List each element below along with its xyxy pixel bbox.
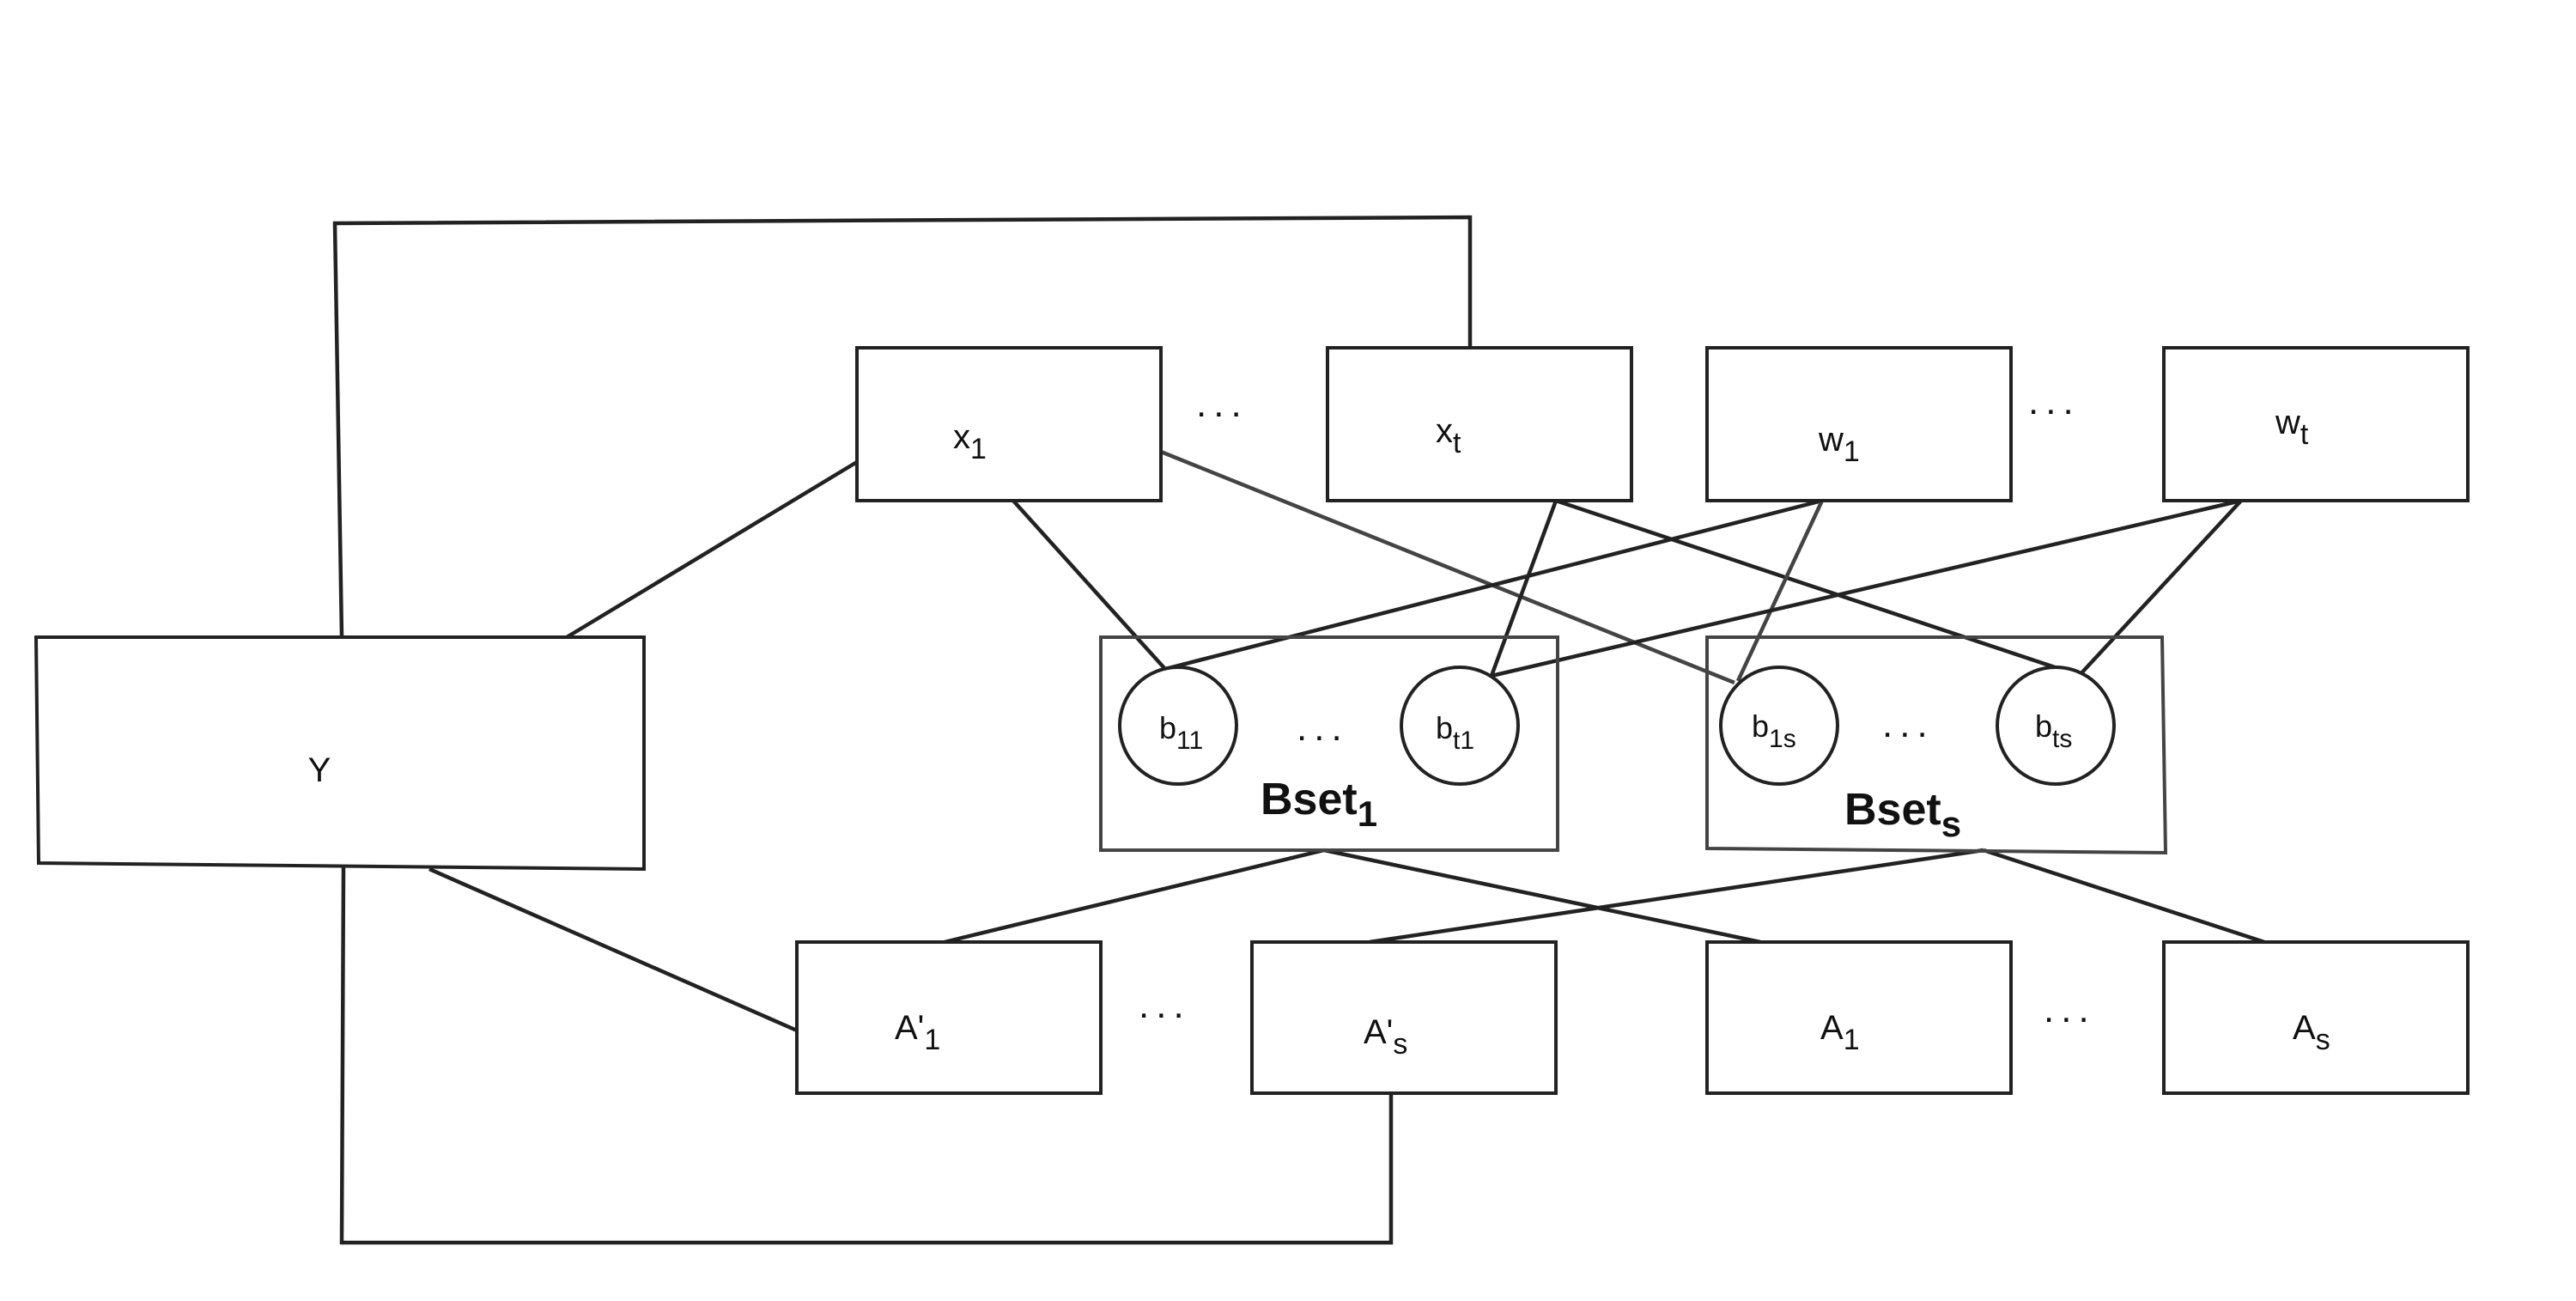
box-x1-label: x1 [953, 418, 987, 465]
edge-xt-bt1 [1489, 500, 1558, 677]
node-bt1: bt1 [1400, 666, 1520, 786]
edge-w1-b11 [1164, 498, 1823, 672]
edge-bset1-a1 [1323, 848, 1761, 945]
set-bset1: Bset1 [1099, 635, 1559, 852]
edge-w1-b1s [1735, 500, 1825, 682]
box-a-prime-1-label: A'1 [895, 1009, 940, 1056]
edge-bsets-as [1983, 848, 2265, 945]
node-bt1-label: bt1 [1436, 710, 1474, 755]
set-bset1-label: Bset1 [1261, 775, 1377, 834]
edge-y-to-a-prime-s-loop [339, 866, 1394, 1245]
edge-y-to-xt-loop [332, 215, 1473, 638]
node-b1s: b1s [1719, 666, 1839, 786]
node-b11: b11 [1118, 666, 1238, 786]
node-b11-label: b11 [1159, 710, 1203, 755]
ellipsis-bset1: ... [1297, 707, 1349, 749]
box-wt: wt [2162, 346, 2470, 502]
node-bts-label: bts [2035, 708, 2072, 753]
ellipsis-bottom-right: ... [2044, 988, 2096, 1030]
edge-xt-bts [1555, 498, 2079, 678]
edge-x1-b11 [1012, 499, 1166, 670]
box-a1-label: A1 [1820, 1009, 1860, 1056]
edges [332, 215, 2265, 1245]
set-bsets: Bsets [1705, 635, 2168, 855]
ellipsis-top-left: ... [1196, 383, 1249, 425]
edge-y-x1 [565, 460, 859, 639]
box-xt-label: xt [1436, 412, 1461, 459]
box-a-prime-1: A'1 [795, 940, 1103, 1095]
box-as-label: As [2293, 1009, 2330, 1056]
edge-wt-bt1 [1491, 498, 2242, 678]
box-as: As [2162, 940, 2470, 1095]
edge-wt-bts [2078, 499, 2243, 677]
set-bsets-label: Bsets [1844, 785, 1961, 844]
node-bts: bts [1996, 666, 2116, 786]
box-x1: x1 [855, 346, 1163, 502]
edge-y-a-prime-1 [428, 866, 798, 1033]
box-y-label: Y [308, 751, 331, 789]
node-b1s-label: b1s [1752, 708, 1796, 753]
ellipsis-bsets: ... [1882, 703, 1935, 745]
edge-bsets-a-prime-s [1369, 848, 1984, 945]
box-wt-label: wt [2275, 404, 2309, 451]
edge-x1-b1s [1160, 449, 1735, 685]
box-xt: xt [1326, 346, 1633, 502]
box-w1-label: w1 [1818, 421, 1860, 468]
box-a1: A1 [1705, 940, 2013, 1095]
ellipsis-top-right: ... [2028, 380, 2081, 423]
edge-bset1-a-prime-1 [944, 848, 1325, 945]
box-w1: w1 [1705, 346, 2013, 502]
ellipsis-bottom-left: ... [1139, 984, 1191, 1026]
box-a-prime-s: A's [1250, 940, 1558, 1095]
box-y: Y [33, 635, 646, 872]
box-a-prime-s-label: A's [1364, 1013, 1407, 1061]
